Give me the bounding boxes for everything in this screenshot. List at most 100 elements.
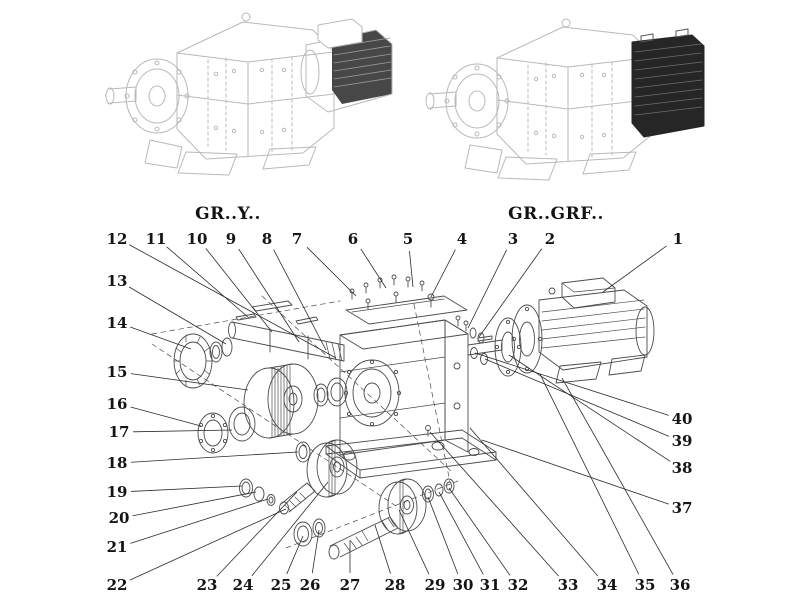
leader-line-17 bbox=[132, 429, 233, 433]
leader-line-26 bbox=[311, 529, 320, 574]
leader-line-10 bbox=[205, 248, 273, 333]
callout-29: 29 bbox=[425, 576, 446, 594]
leader-line-35 bbox=[539, 373, 640, 575]
assembled-view-gr-grf bbox=[425, 18, 705, 181]
callout-5: 5 bbox=[403, 230, 413, 248]
callout-26: 26 bbox=[300, 576, 321, 594]
callout-27: 27 bbox=[340, 576, 361, 594]
mounting-feet bbox=[464, 144, 637, 181]
leader-line-33 bbox=[429, 431, 559, 577]
leader-line-37 bbox=[481, 439, 669, 505]
assembled-view-gr-y bbox=[105, 12, 393, 176]
leader-line-25 bbox=[286, 535, 304, 575]
callout-6: 6 bbox=[348, 230, 358, 248]
callout-10: 10 bbox=[187, 230, 208, 248]
leader-line-39 bbox=[484, 358, 670, 437]
leader-line-32 bbox=[448, 487, 511, 576]
input-fasteners bbox=[455, 315, 522, 377]
callout-22: 22 bbox=[107, 576, 128, 594]
callout-8: 8 bbox=[262, 230, 272, 248]
callout-24: 24 bbox=[233, 576, 254, 594]
cover-bolts bbox=[349, 274, 435, 310]
callout-4: 4 bbox=[457, 230, 467, 248]
leader-line-11 bbox=[166, 246, 250, 319]
callout-39: 39 bbox=[672, 432, 693, 450]
callout-35: 35 bbox=[635, 576, 656, 594]
callout-38: 38 bbox=[672, 459, 693, 477]
leader-line-15 bbox=[130, 373, 249, 391]
leader-line-5 bbox=[409, 250, 414, 288]
leader-line-38 bbox=[508, 354, 671, 462]
leader-line-29 bbox=[398, 509, 430, 575]
leader-line-7 bbox=[306, 247, 357, 297]
bearings-and-gear bbox=[197, 363, 348, 454]
callout-33: 33 bbox=[558, 576, 579, 594]
leader-line-31 bbox=[438, 491, 484, 575]
callout-13: 13 bbox=[107, 272, 128, 290]
callout-20: 20 bbox=[109, 509, 130, 527]
gear-housing bbox=[176, 12, 335, 160]
leader-line-6 bbox=[360, 248, 387, 289]
callout-25: 25 bbox=[271, 576, 292, 594]
mounting-feet bbox=[144, 139, 317, 176]
brake-cover-dark bbox=[631, 28, 705, 138]
leader-line-20 bbox=[132, 491, 257, 517]
gear-housing bbox=[496, 18, 655, 165]
leader-line-36 bbox=[561, 377, 674, 575]
leader-line-9 bbox=[238, 248, 300, 343]
leader-line-3 bbox=[467, 249, 508, 329]
leader-line-24 bbox=[251, 481, 329, 576]
leader-line-28 bbox=[374, 524, 391, 574]
leader-line-21 bbox=[130, 498, 269, 544]
leader-line-23 bbox=[216, 491, 298, 577]
callout-15: 15 bbox=[107, 363, 128, 381]
callout-21: 21 bbox=[107, 538, 128, 556]
leader-line-18 bbox=[130, 451, 299, 463]
leader-line-2 bbox=[478, 248, 543, 338]
callout-37: 37 bbox=[672, 499, 693, 517]
leader-line-1 bbox=[602, 245, 667, 293]
callout-2: 2 bbox=[545, 230, 555, 248]
leader-line-22 bbox=[129, 508, 287, 581]
callout-40: 40 bbox=[672, 410, 693, 428]
leader-line-40 bbox=[474, 352, 669, 416]
callout-3: 3 bbox=[508, 230, 518, 248]
leader-line-13 bbox=[128, 286, 227, 345]
callout-17: 17 bbox=[109, 423, 130, 441]
leader-line-16 bbox=[130, 406, 202, 427]
callout-31: 31 bbox=[480, 576, 501, 594]
leader-line-34 bbox=[469, 427, 599, 577]
callout-14: 14 bbox=[107, 314, 128, 332]
callout-34: 34 bbox=[597, 576, 618, 594]
callout-32: 32 bbox=[508, 576, 529, 594]
output-shaft bbox=[105, 86, 137, 105]
callout-23: 23 bbox=[197, 576, 218, 594]
callout-9: 9 bbox=[226, 230, 236, 248]
leader-line-14 bbox=[130, 326, 192, 350]
output-shaft-assembly bbox=[173, 300, 345, 389]
callout-19: 19 bbox=[107, 483, 128, 501]
callout-12: 12 bbox=[107, 230, 128, 248]
leader-line-8 bbox=[273, 249, 327, 351]
leader-line-4 bbox=[430, 249, 456, 298]
flange-face bbox=[444, 63, 510, 139]
callout-18: 18 bbox=[107, 454, 128, 472]
callout-28: 28 bbox=[385, 576, 406, 594]
motor bbox=[300, 18, 393, 113]
callout-7: 7 bbox=[292, 230, 302, 248]
motor-exploded bbox=[511, 277, 655, 384]
leader-line-12 bbox=[129, 244, 337, 359]
exploded-view bbox=[151, 274, 655, 560]
inspection-cover bbox=[345, 295, 468, 325]
mounting-base bbox=[325, 425, 497, 479]
callout-1: 1 bbox=[673, 230, 683, 248]
variant-label-gr-y: GR..Y.. bbox=[195, 204, 261, 224]
leader-lines bbox=[128, 244, 674, 581]
output-shaft bbox=[425, 91, 457, 110]
variant-label-gr-grf: GR..GRF.. bbox=[508, 204, 604, 224]
leader-line-30 bbox=[427, 496, 459, 574]
callout-36: 36 bbox=[670, 576, 691, 594]
pinion-shaft-cluster bbox=[293, 478, 455, 560]
